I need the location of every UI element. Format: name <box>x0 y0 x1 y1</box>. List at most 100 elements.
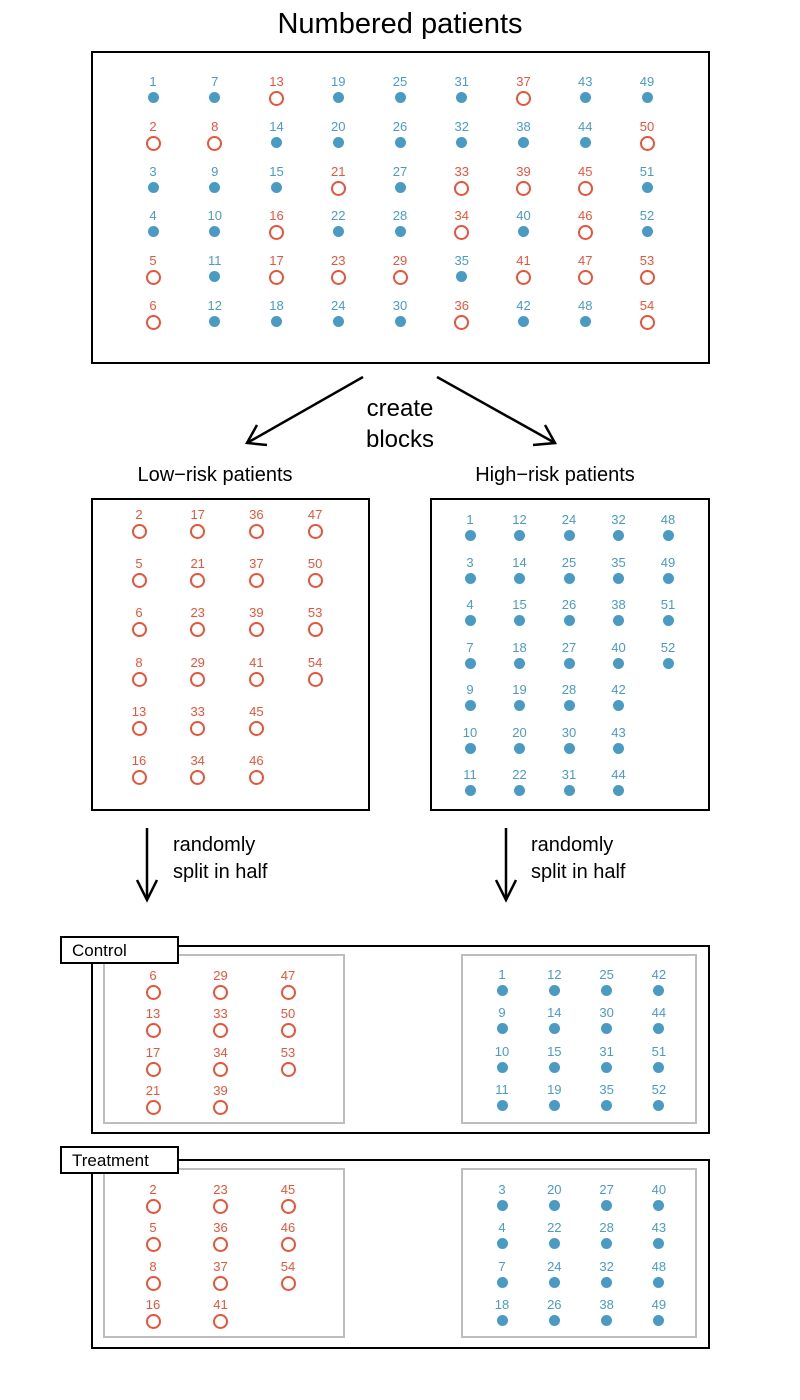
patient-number: 30 <box>392 298 408 313</box>
patient-32: 32 <box>587 1259 627 1288</box>
high-risk-marker <box>601 985 613 996</box>
arrow-head-split-low <box>135 879 159 903</box>
patient-number: 12 <box>512 512 527 527</box>
patient-number: 24 <box>547 1258 562 1274</box>
high-risk-marker <box>464 742 476 754</box>
patient-45: 45 <box>236 703 276 736</box>
low-risk-marker <box>269 270 284 286</box>
patient-number: 34 <box>190 753 205 768</box>
high-risk-marker <box>653 1314 665 1326</box>
low-risk-marker <box>516 91 531 106</box>
low-risk-marker <box>280 1061 296 1077</box>
low-risk-marker <box>145 1023 161 1039</box>
patient-number: 1 <box>149 74 157 89</box>
patient-28: 28 <box>587 1221 627 1250</box>
high-risk-marker <box>496 1099 508 1111</box>
patient-number: 4 <box>498 1220 506 1236</box>
patient-32: 32 <box>442 118 482 148</box>
high-risk-marker <box>209 181 221 193</box>
high-risk-marker <box>601 1099 613 1111</box>
low-risk-box <box>91 498 370 811</box>
high-risk-marker <box>563 572 575 584</box>
high-risk-marker <box>601 1238 613 1250</box>
high-risk-marker <box>641 226 653 238</box>
patient-number: 11 <box>463 767 477 782</box>
patient-44: 44 <box>599 768 639 796</box>
patient-number: 16 <box>145 1296 161 1312</box>
patient-15: 15 <box>534 1044 574 1073</box>
patient-33: 33 <box>178 704 218 736</box>
patient-number: 32 <box>454 118 469 134</box>
patient-49: 49 <box>639 1297 679 1326</box>
patient-54: 54 <box>268 1259 308 1291</box>
low-risk-marker <box>248 770 264 785</box>
patient-number: 36 <box>454 298 469 313</box>
patient-number: 51 <box>651 1043 667 1059</box>
patient-number: 10 <box>207 208 222 224</box>
patient-29: 29 <box>380 254 420 286</box>
patient-34: 34 <box>178 754 218 785</box>
patient-30: 30 <box>380 299 420 327</box>
patient-number: 45 <box>578 163 593 179</box>
patient-number: 17 <box>269 253 284 269</box>
patient-number: 13 <box>131 703 147 719</box>
patient-25: 25 <box>587 968 627 996</box>
patient-number: 14 <box>512 554 527 570</box>
low-risk-marker <box>454 315 470 330</box>
low-risk-marker <box>145 1099 161 1115</box>
low-risk-marker <box>213 1275 228 1291</box>
patient-number: 24 <box>331 298 346 313</box>
patient-number: 48 <box>578 298 593 313</box>
high-risk-marker <box>548 985 560 996</box>
low-risk-marker <box>280 1023 296 1039</box>
high-risk-marker <box>641 92 653 103</box>
patient-number: 48 <box>651 1258 667 1274</box>
patient-14: 14 <box>500 554 540 584</box>
patient-8: 8 <box>133 1259 173 1291</box>
patient-number: 41 <box>249 654 264 670</box>
patient-49: 49 <box>627 75 667 103</box>
patient-number: 10 <box>462 724 478 740</box>
high-risk-marker <box>464 530 476 541</box>
low-risk-marker <box>307 671 323 687</box>
low-risk-marker <box>213 985 228 1000</box>
patient-number: 14 <box>547 1005 562 1021</box>
patient-46: 46 <box>236 754 276 785</box>
patient-19: 19 <box>500 683 540 711</box>
low-risk-marker <box>145 135 161 151</box>
patient-number: 6 <box>149 298 157 313</box>
patient-number: 51 <box>639 163 655 179</box>
high-risk-marker <box>563 530 575 541</box>
patient-45: 45 <box>565 163 605 196</box>
patient-number: 23 <box>190 605 205 621</box>
patient-22: 22 <box>534 1221 574 1250</box>
patient-3: 3 <box>133 163 173 193</box>
patient-2: 2 <box>133 119 173 151</box>
patient-6: 6 <box>133 299 173 330</box>
patient-4: 4 <box>450 598 490 626</box>
patient-number: 45 <box>249 703 264 719</box>
patient-number: 34 <box>213 1044 228 1060</box>
patient-number: 34 <box>454 208 469 224</box>
patient-number: 3 <box>149 163 157 179</box>
patient-23: 23 <box>201 1183 241 1214</box>
low-risk-marker <box>280 1199 296 1214</box>
arrow-head-left <box>244 424 268 447</box>
high-risk-marker <box>579 316 591 327</box>
patient-10: 10 <box>195 208 235 238</box>
high-risk-marker <box>394 92 406 103</box>
patient-number: 16 <box>269 208 284 224</box>
low-risk-marker <box>145 1275 161 1291</box>
high-risk-marker <box>601 1314 613 1326</box>
patient-8: 8 <box>195 119 235 151</box>
control-high-risk-panel <box>461 954 697 1124</box>
patient-11: 11 <box>482 1082 522 1111</box>
patient-number: 35 <box>611 554 626 570</box>
patient-39: 39 <box>201 1083 241 1115</box>
low-risk-marker <box>190 524 206 539</box>
high-risk-marker <box>601 1200 613 1211</box>
low-risk-marker <box>145 1313 161 1329</box>
patient-37: 37 <box>236 557 276 589</box>
low-risk-marker <box>131 573 147 589</box>
